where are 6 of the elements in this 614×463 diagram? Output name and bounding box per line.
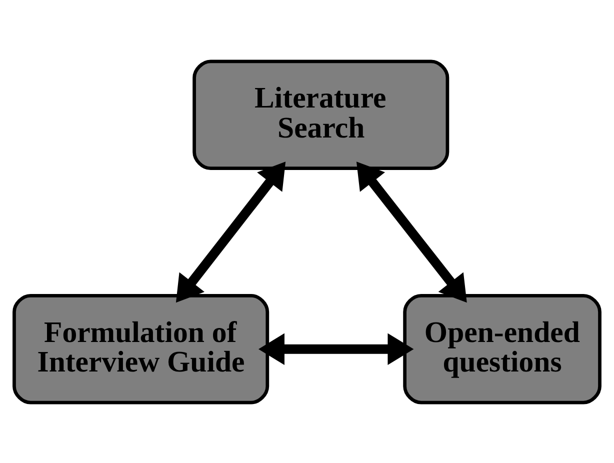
- node-box: Literature Search: [192, 59, 450, 170]
- arrow: [258, 332, 414, 365]
- arrow: [356, 161, 467, 302]
- node-box: Open-ended questions: [403, 293, 602, 404]
- arrow: [176, 161, 286, 302]
- node-box: Formulation of Interview Guide: [12, 293, 270, 404]
